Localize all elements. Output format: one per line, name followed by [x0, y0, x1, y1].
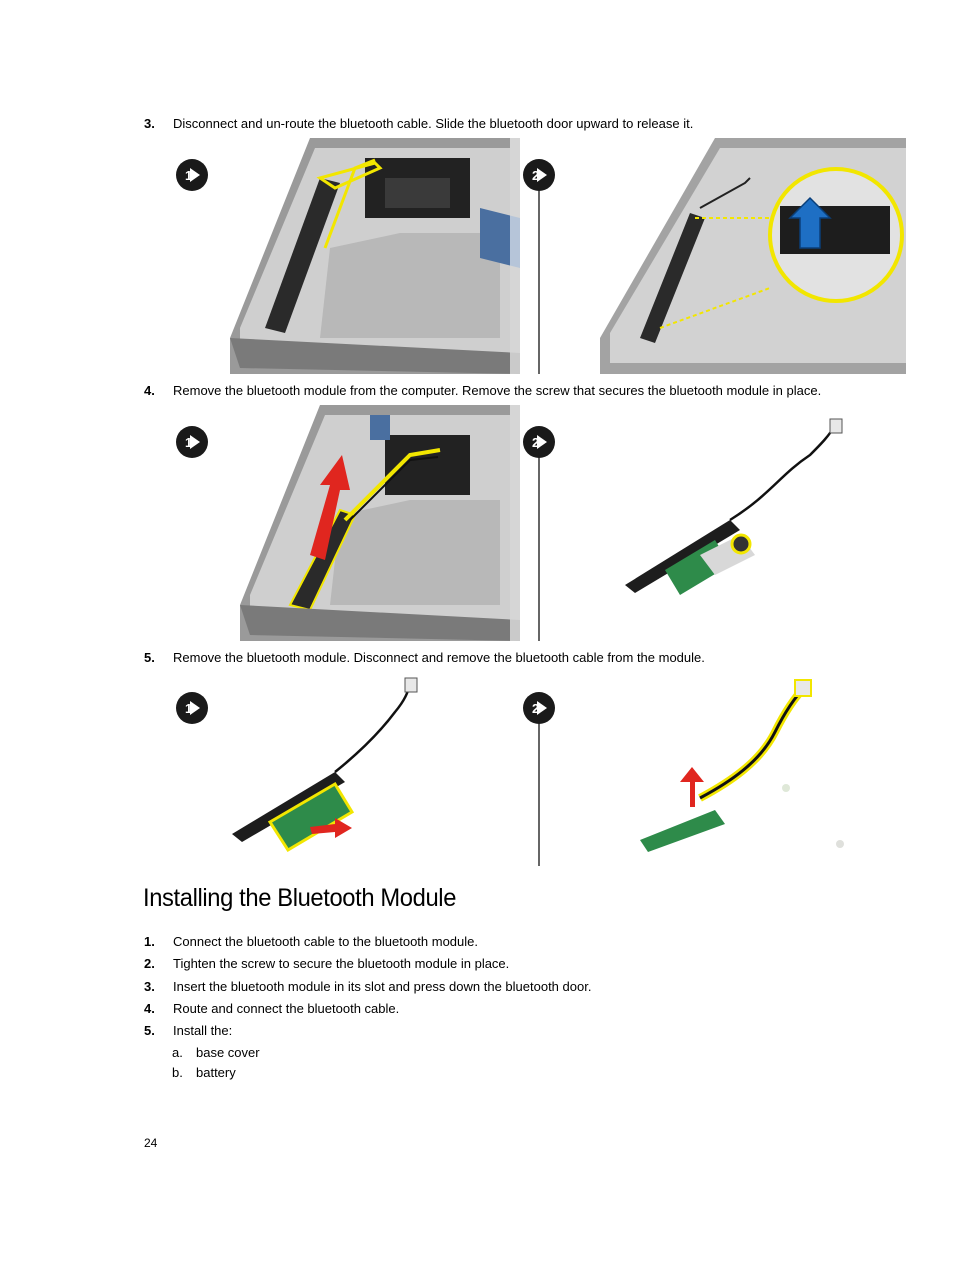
step-number: 3. — [144, 979, 155, 994]
page-number: 24 — [144, 1136, 158, 1150]
callout-1-icon: 1 — [176, 159, 208, 191]
subitem-text: battery — [196, 1065, 236, 1080]
callout-2-icon: 2 — [523, 159, 555, 191]
step-text: Disconnect and un-route the bluetooth ca… — [173, 116, 694, 131]
step-text: Insert the bluetooth module in its slot … — [173, 979, 592, 994]
callout-1-label: 1 — [185, 701, 192, 716]
figure-step-5: 1 2 — [170, 672, 906, 908]
step-number: 1. — [144, 934, 155, 949]
bluetooth-module-photo — [625, 418, 843, 595]
step-number: 4. — [144, 383, 155, 398]
callout-2-icon: 2 — [523, 692, 555, 724]
callout-1-icon: 1 — [176, 426, 208, 458]
callout-2-label: 2 — [532, 168, 539, 183]
callout-1-label: 1 — [185, 435, 192, 450]
step-text: Install the: — [173, 1023, 233, 1038]
subitem-label: b. — [172, 1065, 183, 1080]
subitem-label: a. — [172, 1045, 183, 1060]
step-text: Remove the bluetooth module from the com… — [173, 383, 822, 398]
callout-2-icon: 2 — [523, 426, 555, 458]
step-text: Connect the bluetooth cable to the bluet… — [173, 934, 478, 949]
step-text: Tighten the screw to secure the bluetoot… — [173, 956, 510, 971]
figure-step-4: 1 2 — [170, 405, 906, 641]
laptop-base-photo — [240, 405, 540, 641]
step-number: 4. — [144, 1001, 155, 1016]
bluetooth-door-photo — [600, 138, 906, 374]
subitem-text: base cover — [196, 1045, 260, 1060]
step-number: 2. — [144, 956, 155, 971]
laptop-base-photo — [230, 138, 540, 374]
step-number: 3. — [144, 116, 155, 131]
step-text: Route and connect the bluetooth cable. — [173, 1001, 400, 1016]
step-text: Remove the bluetooth module. Disconnect … — [173, 650, 705, 665]
bluetooth-cable-photo — [640, 679, 844, 852]
section-title: Installing the Bluetooth Module — [143, 884, 457, 912]
step-number: 5. — [144, 650, 155, 665]
callout-1-icon: 1 — [176, 692, 208, 724]
figure-step-3: 1 2 — [170, 138, 906, 374]
callout-2-label: 2 — [532, 701, 539, 716]
step-number: 5. — [144, 1023, 155, 1038]
callout-1-label: 1 — [185, 168, 192, 183]
bluetooth-module-photo — [232, 677, 418, 853]
callout-2-label: 2 — [532, 435, 539, 450]
